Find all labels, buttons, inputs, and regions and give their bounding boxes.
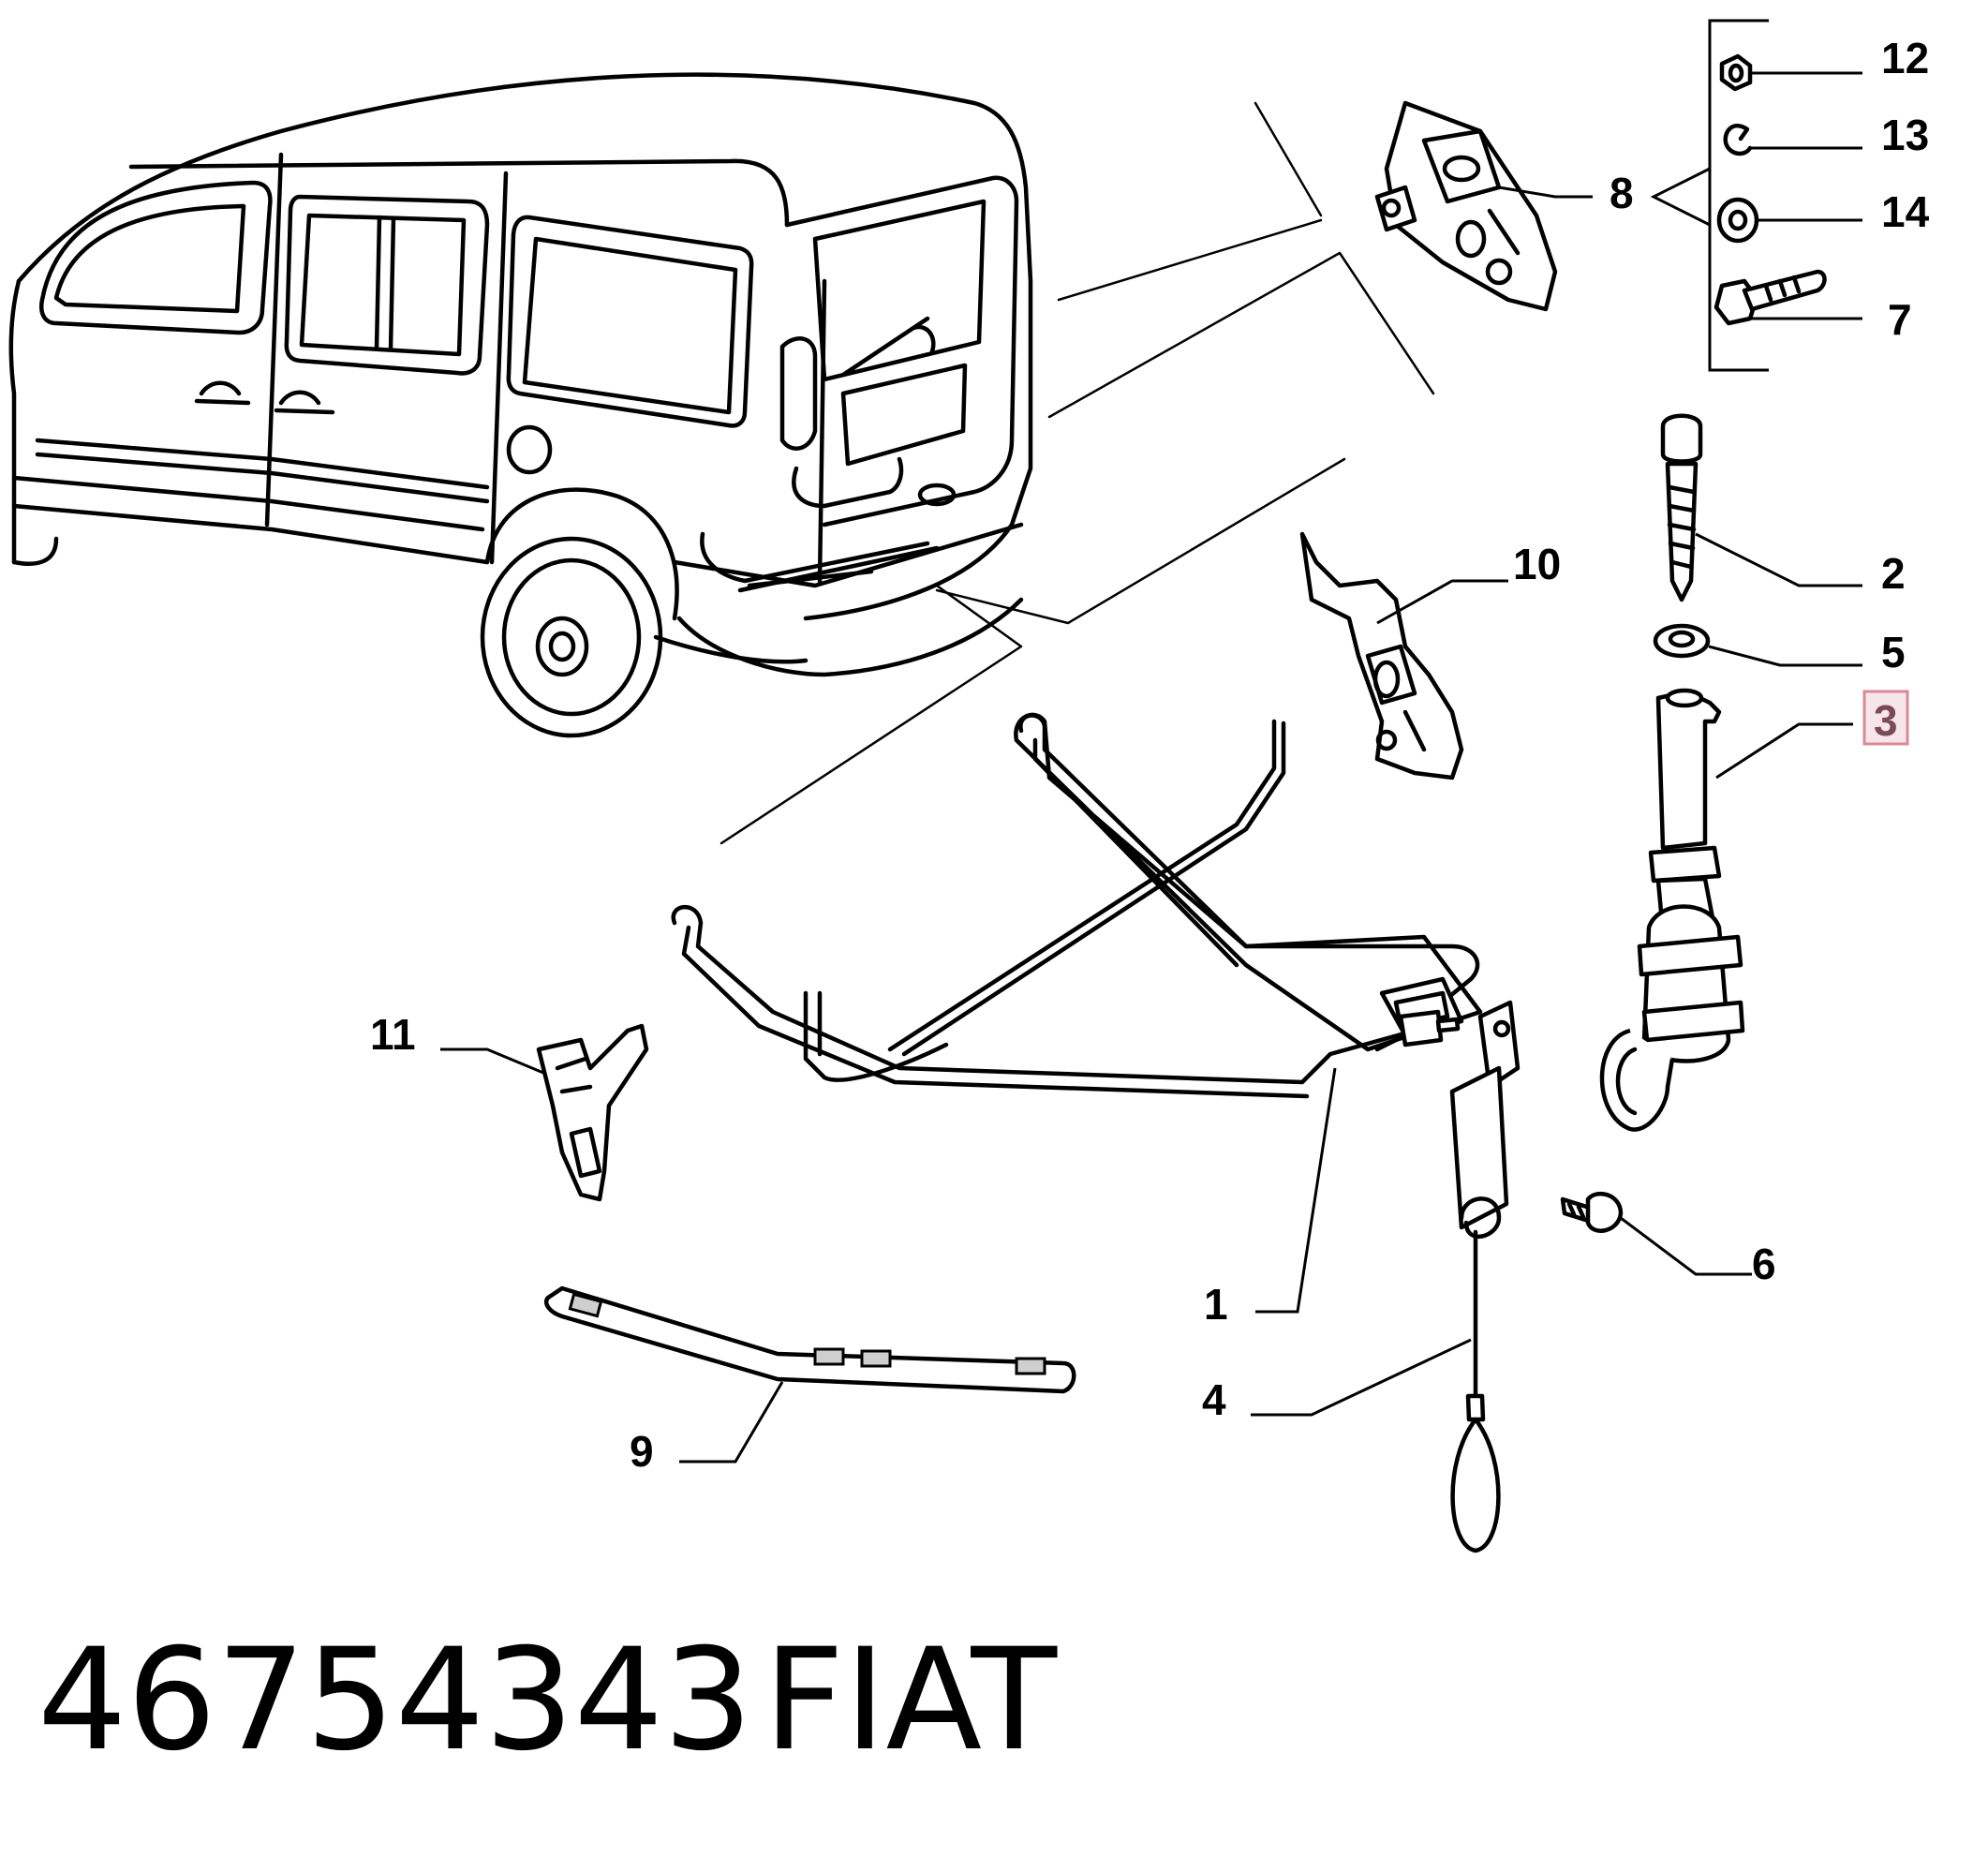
- bracket-11: [536, 1023, 649, 1202]
- leader-8: [1498, 186, 1593, 199]
- callout-6: 6: [1752, 1240, 1776, 1288]
- callout-9: 9: [630, 1427, 654, 1476]
- callout-7: 7: [1888, 295, 1912, 344]
- leader-11: [440, 1047, 544, 1075]
- callout-10: 10: [1513, 540, 1561, 588]
- washer-5: [1653, 623, 1711, 659]
- leader-2: [1695, 532, 1862, 587]
- callout-13: 13: [1881, 111, 1929, 159]
- leader-6: [1620, 1216, 1752, 1276]
- bolt-2: [1660, 413, 1703, 602]
- leader-9: [679, 1381, 784, 1463]
- callout-12: 12: [1881, 34, 1929, 82]
- callout-1: 1: [1204, 1280, 1228, 1329]
- callout-2: 2: [1881, 549, 1906, 598]
- bolt-6: [1560, 1191, 1624, 1233]
- callout-14: 14: [1881, 187, 1930, 236]
- callout-3: 3: [1874, 696, 1898, 745]
- callout-5: 5: [1881, 628, 1906, 676]
- callout-8: 8: [1610, 169, 1634, 217]
- leader-10: [1376, 579, 1508, 625]
- leader-1: [1255, 1067, 1337, 1314]
- fastener-group: [1650, 19, 1827, 372]
- towbar-frame: [671, 712, 1483, 1099]
- strip-9: [543, 1285, 1076, 1394]
- callout-labels: 12 13 14 7 8 2 5 3 10 11 1 6 4 9: [370, 34, 1930, 1476]
- leader-lines: [440, 71, 1862, 1463]
- bracket-8: [1374, 100, 1558, 312]
- callout-4: 4: [1202, 1375, 1226, 1424]
- leader-3: [1715, 722, 1853, 780]
- van-illustration: [8, 72, 1435, 845]
- callout-3-highlight-box: [1862, 690, 1909, 746]
- bracket-10: [1299, 531, 1464, 780]
- leader-5: [1708, 645, 1862, 667]
- callout-11: 11: [370, 1010, 416, 1059]
- safety-cable: [1449, 1000, 1521, 1553]
- leader-4: [1251, 1338, 1472, 1417]
- tow-ball-3: [1599, 688, 1745, 1132]
- brand-name: FIAT: [764, 1619, 1058, 1782]
- part-number: 46754343: [37, 1619, 753, 1782]
